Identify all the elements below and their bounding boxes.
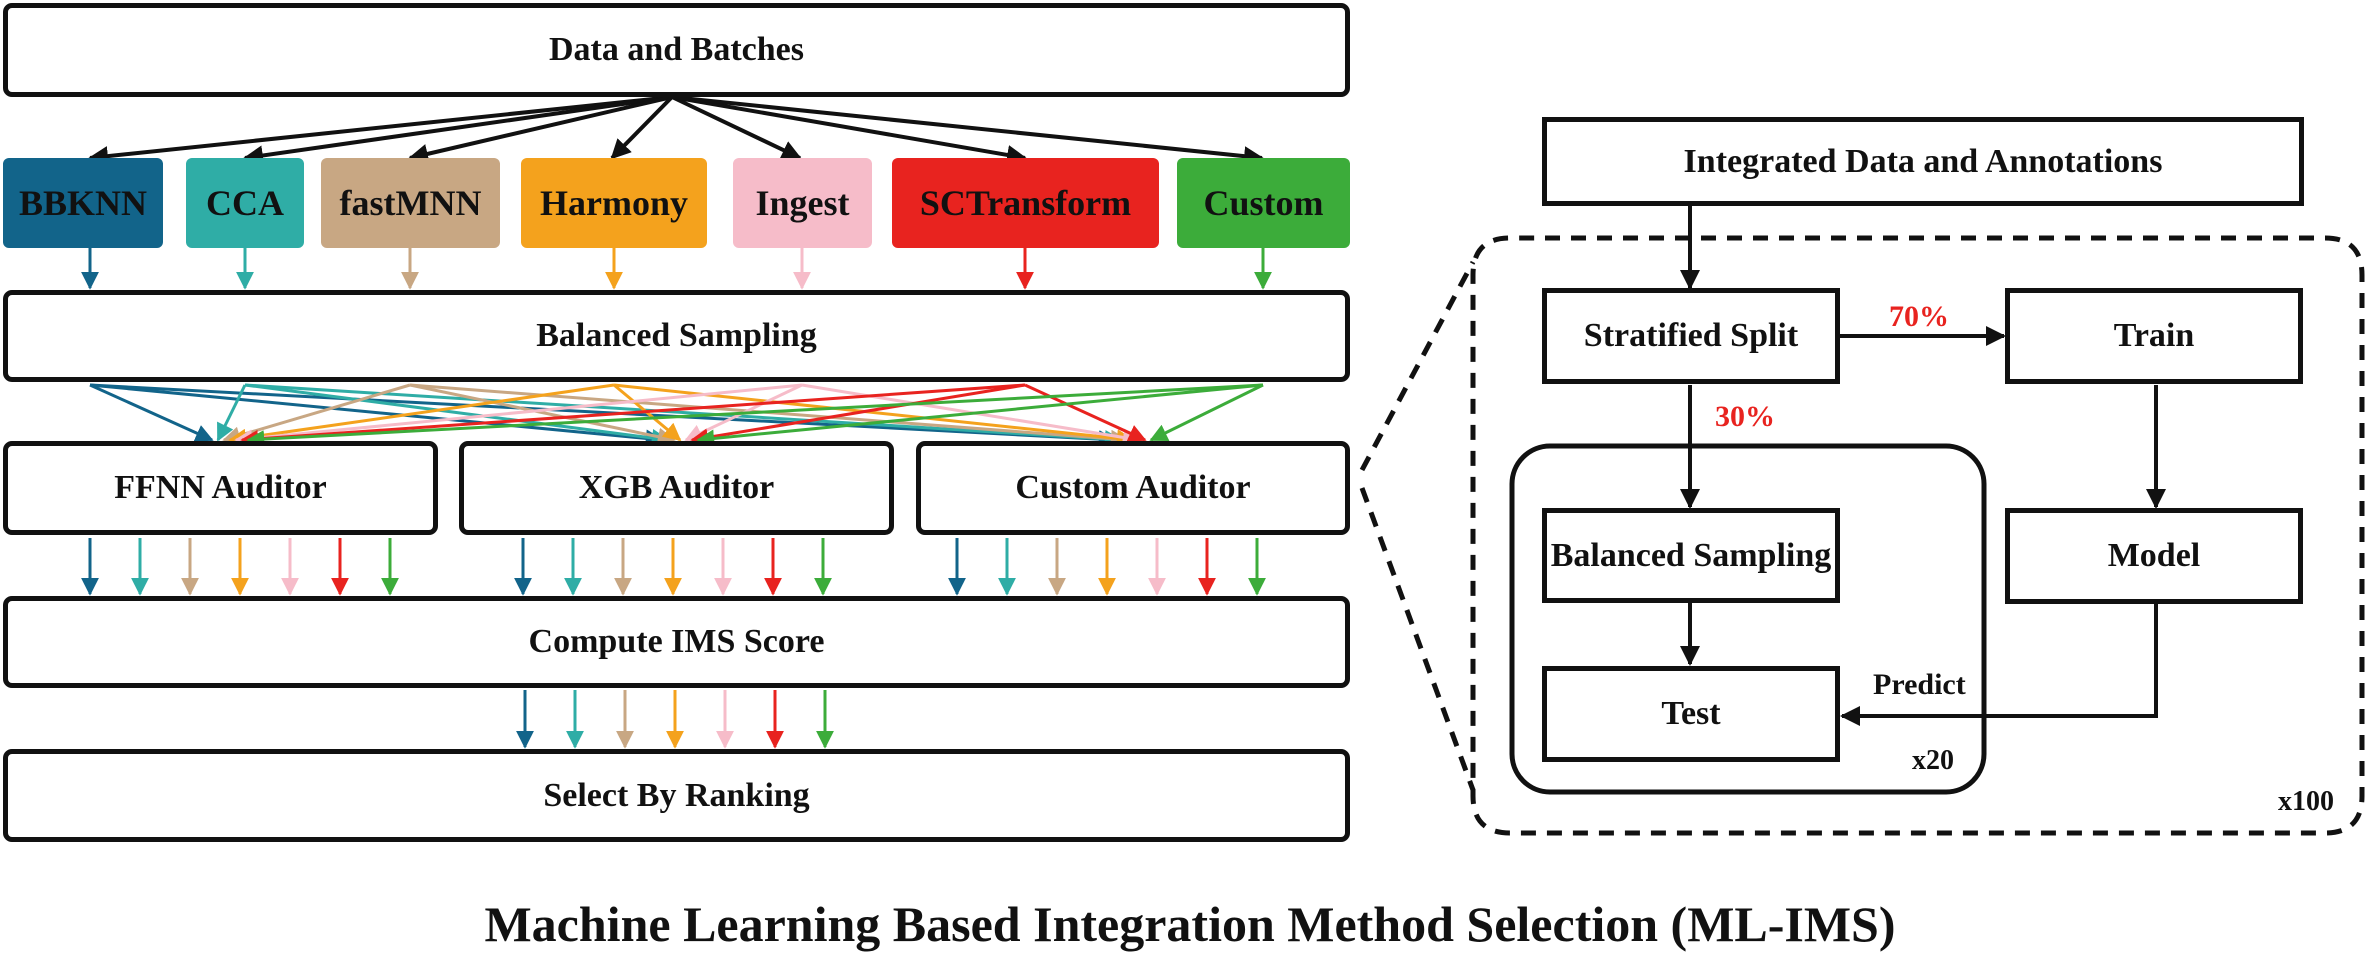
sampling-to-auditor-line [89,383,1117,449]
method-box-custom: Custom [1177,158,1350,248]
sampling-to-auditor-line [246,383,1264,449]
zoom-line-bottom [1359,487,1476,791]
sampling-to-auditor-line [244,383,1123,448]
fan-arrow-ingest [671,95,802,160]
x20-label: x20 [1912,745,1954,776]
test-percentage-label: 30% [1715,400,1775,433]
model-box: Model [2005,508,2303,604]
stratified-split-box: Stratified Split [1542,288,1840,384]
fan-arrow-custom [671,95,1264,167]
integrated-data-box: Integrated Data and Annotations [1542,117,2304,206]
custom-auditor-box: Custom Auditor [916,441,1350,535]
train-box: Train [2005,288,2303,384]
x100-label: x100 [2278,786,2334,817]
sampling-to-auditor-line [1024,383,1147,442]
figure-title: Machine Learning Based Integration Metho… [484,896,1896,952]
sampling-to-auditor-line [1149,383,1264,442]
method-box-harmony: Harmony [521,158,707,248]
method-box-bbknn: BBKNN [3,158,163,248]
sampling-to-auditor-line [409,383,676,446]
ffnn-auditor-box: FFNN Auditor [3,441,438,535]
fan-arrow-bbknn [88,95,673,167]
test-box: Test [1542,666,1840,762]
sampling-to-auditor-line [240,383,1026,448]
method-box-cca: CCA [186,158,304,248]
predict-label: Predict [1873,668,1966,701]
data-and-batches-box: Data and Batches [3,3,1350,97]
zoom-line-top [1359,260,1476,472]
sampling-to-auditor-line [89,383,214,442]
select-by-ranking-box: Select By Ranking [3,749,1350,842]
balanced-sampling-box: Balanced Sampling [3,290,1350,382]
method-box-ingest: Ingest [733,158,872,248]
sampling-to-auditor-line [234,383,803,448]
sampling-to-auditor-line [89,383,664,448]
method-box-fastmnn: fastMNN [321,158,500,248]
method-box-sctransform: SCTransform [892,158,1159,248]
arrow-model-to-test [1840,604,2158,726]
sampling-to-auditor-line [696,383,1264,448]
sampling-to-auditor-line [690,383,1026,447]
sampling-to-auditor-line [228,383,615,447]
sampling-to-auditor-line [244,383,670,447]
compute-ims-score-box: Compute IMS Score [3,596,1350,688]
fan-arrow-harmony [610,95,674,160]
fan-arrow-sctransform [671,95,1027,165]
xgb-auditor-box: XGB Auditor [459,441,894,535]
fan-arrow-fastmnn [408,95,673,164]
train-percentage-label: 70% [1889,300,1949,333]
fan-arrow-cca [243,95,673,166]
dashed-repeat-region [1470,235,2365,836]
inner-repeat-region [1509,443,1987,795]
balanced-sampling-inner-box: Balanced Sampling [1542,508,1840,603]
